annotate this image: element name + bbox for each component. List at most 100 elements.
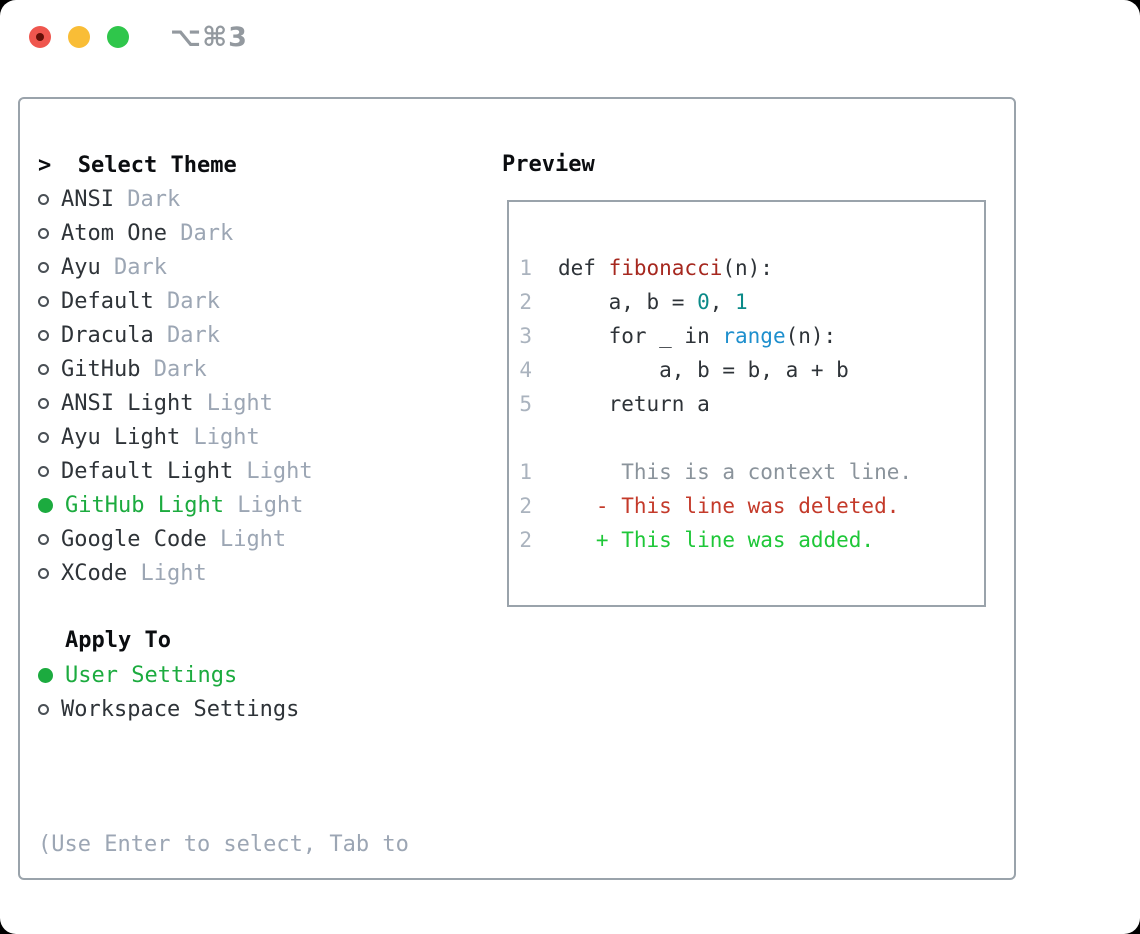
code-text: def fibonacci(n): (558, 251, 773, 285)
code-segment-plain: (n): (785, 324, 837, 348)
code-text: for _ in range(n): (558, 319, 837, 353)
apply-option-workspace-settings[interactable]: Workspace Settings (38, 692, 409, 726)
theme-name: Dracula (61, 322, 154, 348)
theme-option-default-light[interactable]: Default Light Light (38, 454, 409, 488)
prompt-cursor: > (38, 152, 52, 178)
code-segment-builtin: range (722, 324, 786, 348)
code-line: 2 + This line was added. (519, 523, 984, 557)
theme-option-default[interactable]: Default Dark (38, 284, 409, 318)
code-segment-plain: def (558, 256, 609, 280)
code-line: 4 a, b = b, a + b (519, 353, 984, 387)
theme-variant: Light (127, 560, 207, 586)
theme-option-ansi[interactable]: ANSI Dark (38, 182, 409, 216)
line-number: 2 (519, 494, 532, 518)
line-number: 1 (519, 256, 532, 280)
theme-name: XCode (61, 560, 128, 586)
code-segment-num: 0 (697, 290, 710, 314)
theme-option-dracula[interactable]: Dracula Dark (38, 318, 409, 352)
theme-option-github-light[interactable]: GitHub Light Light (38, 488, 409, 522)
theme-name: Ayu Light (61, 424, 181, 450)
prompt-gap (51, 153, 78, 178)
radio-selected-icon (38, 667, 53, 683)
preview-title: Preview (502, 152, 595, 177)
keyboard-hint: (Use Enter to select, Tab to change focu… (38, 760, 409, 934)
apply-to-title: Apply To (65, 628, 171, 653)
radio-icon (38, 431, 49, 443)
keyboard-hint-line1: (Use Enter to select, Tab to (38, 832, 409, 857)
code-segment-context: This is a context line. (558, 460, 913, 484)
code-text: This is a context line. (558, 455, 912, 489)
theme-option-atom-one[interactable]: Atom One Dark (38, 216, 409, 250)
code-segment-plain: a, b = b, a + b (558, 358, 849, 382)
apply-option-label: Workspace Settings (61, 696, 300, 722)
code-segment-func: fibonacci (608, 256, 723, 280)
theme-variant: Dark (100, 254, 167, 280)
apply-option-label: User Settings (65, 662, 238, 688)
theme-name: Atom One (61, 220, 167, 246)
window-titlebar: ⌥⌘3 (0, 0, 1140, 74)
theme-list-header: > Select Theme (38, 148, 409, 182)
code-segment-plain: , (709, 290, 736, 314)
code-text: - This line was deleted. (558, 489, 899, 523)
code-line: 2 a, b = 0, 1 (519, 285, 984, 319)
code-line: 1 def fibonacci(n): (519, 251, 984, 285)
theme-option-ayu[interactable]: Ayu Dark (38, 250, 409, 284)
theme-name: Google Code (61, 526, 207, 552)
select-theme-title: Select Theme (77, 152, 237, 178)
theme-name: Default (61, 288, 154, 314)
radio-icon (38, 397, 49, 409)
theme-option-google-code[interactable]: Google Code Light (38, 522, 409, 556)
theme-variant: Dark (166, 220, 234, 246)
theme-variant: Dark (113, 186, 181, 212)
theme-variant: Light (233, 458, 313, 484)
close-button[interactable] (29, 26, 51, 48)
code-line: 1 This is a context line. (519, 455, 984, 489)
line-number: 2 (519, 290, 532, 314)
line-number: 5 (519, 392, 532, 416)
line-number (519, 421, 532, 455)
maximize-button[interactable] (107, 26, 129, 48)
theme-variant: Dark (153, 322, 220, 348)
code-segment-deleted: - This line was deleted. (558, 494, 900, 518)
theme-variant: Dark (140, 356, 207, 382)
line-number: 4 (519, 358, 532, 382)
line-number: 3 (519, 324, 532, 348)
theme-name: ANSI Light (61, 390, 194, 416)
code-text: a, b = b, a + b (558, 353, 849, 387)
line-number: 2 (519, 528, 532, 552)
radio-icon (38, 227, 49, 239)
window-shortcut-label: ⌥⌘3 (170, 22, 248, 53)
code-segment-num: 1 (735, 290, 748, 314)
code-line: 3 for _ in range(n): (519, 319, 984, 353)
theme-variant: Dark (153, 288, 220, 314)
theme-name: GitHub (61, 356, 141, 382)
theme-variant: Light (206, 526, 287, 552)
radio-selected-icon (38, 497, 53, 513)
theme-option-ansi-light[interactable]: ANSI Light Light (38, 386, 409, 420)
radio-icon (38, 567, 49, 579)
code-segment-plain: a, b = (558, 290, 698, 314)
radio-icon (38, 193, 49, 205)
code-text: a, b = 0, 1 (558, 285, 748, 319)
theme-name: ANSI (61, 186, 114, 212)
code-segment-plain: return a (558, 392, 710, 416)
theme-option-ayu-light[interactable]: Ayu Light Light (38, 420, 409, 454)
code-text: + This line was added. (558, 523, 874, 557)
line-number: 1 (519, 460, 532, 484)
theme-variant: Light (223, 492, 304, 518)
radio-icon (38, 465, 49, 477)
minimize-button[interactable] (68, 26, 90, 48)
keyboard-hint-line2: change focus) (38, 930, 409, 934)
code-line: 5 return a (519, 387, 984, 421)
code-segment-plain: (n): (722, 256, 773, 280)
code-blank-line (519, 421, 984, 455)
apply-option-user-settings[interactable]: User Settings (38, 658, 409, 692)
theme-option-github[interactable]: GitHub Dark (38, 352, 409, 386)
theme-option-xcode[interactable]: XCode Light (38, 556, 409, 590)
radio-icon (38, 261, 49, 273)
code-segment-added: + This line was added. (558, 528, 875, 552)
